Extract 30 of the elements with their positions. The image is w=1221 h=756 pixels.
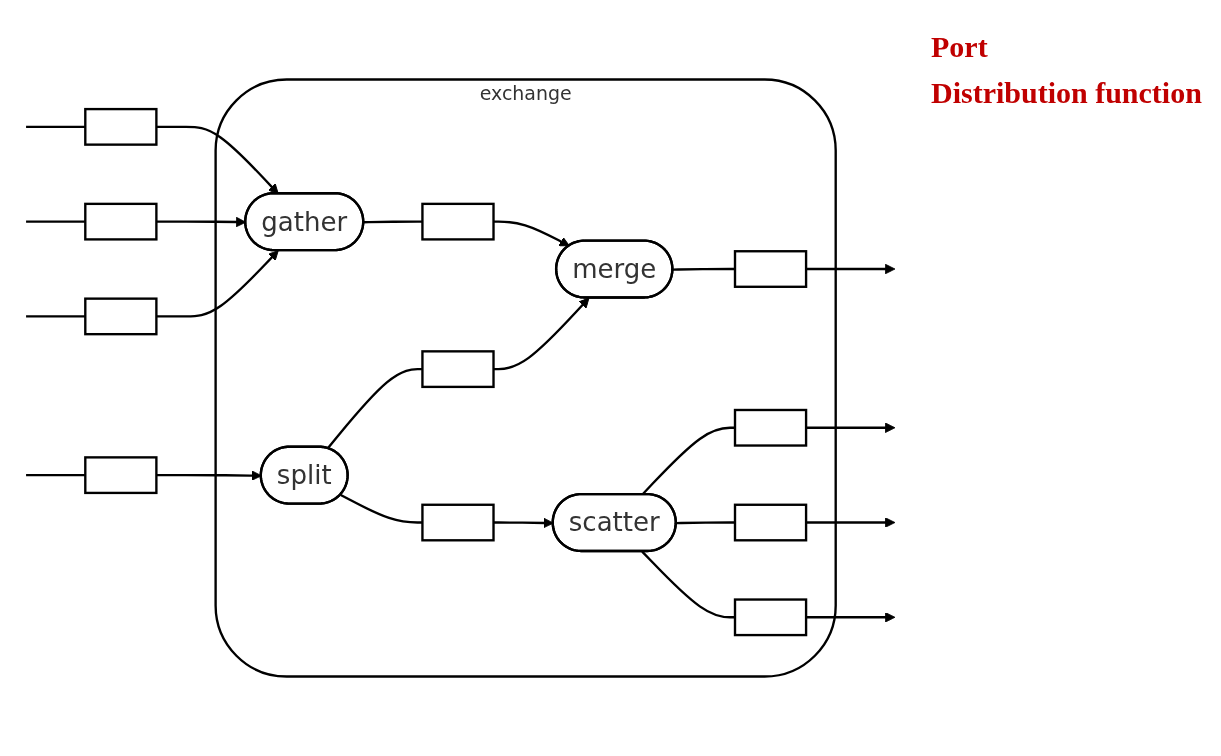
node-box bbox=[733, 598, 808, 637]
connector bbox=[363, 220, 423, 224]
node-box bbox=[421, 503, 495, 542]
arrow bbox=[806, 422, 896, 433]
node-box bbox=[733, 408, 808, 447]
connector bbox=[672, 267, 735, 271]
arrow bbox=[493, 297, 590, 371]
node-box bbox=[84, 202, 158, 241]
arrow bbox=[806, 263, 896, 275]
node-box bbox=[421, 202, 495, 241]
connector bbox=[26, 315, 86, 318]
node-box bbox=[733, 503, 808, 542]
connector bbox=[676, 521, 735, 525]
connector bbox=[641, 550, 735, 619]
arrow bbox=[806, 612, 896, 623]
connector bbox=[26, 473, 86, 477]
arrow bbox=[156, 250, 279, 318]
arrow bbox=[493, 220, 570, 247]
connector bbox=[26, 220, 86, 223]
annotation-label: Port bbox=[931, 30, 989, 64]
node-box bbox=[84, 456, 158, 495]
connector bbox=[326, 367, 423, 450]
connector bbox=[26, 125, 86, 129]
node-box bbox=[84, 297, 158, 336]
node-box bbox=[84, 107, 158, 146]
node-box bbox=[733, 250, 808, 288]
connector bbox=[340, 493, 423, 524]
arrow bbox=[806, 517, 896, 528]
node-box bbox=[421, 350, 495, 389]
annotation-label: Distribution function bbox=[931, 76, 1203, 110]
